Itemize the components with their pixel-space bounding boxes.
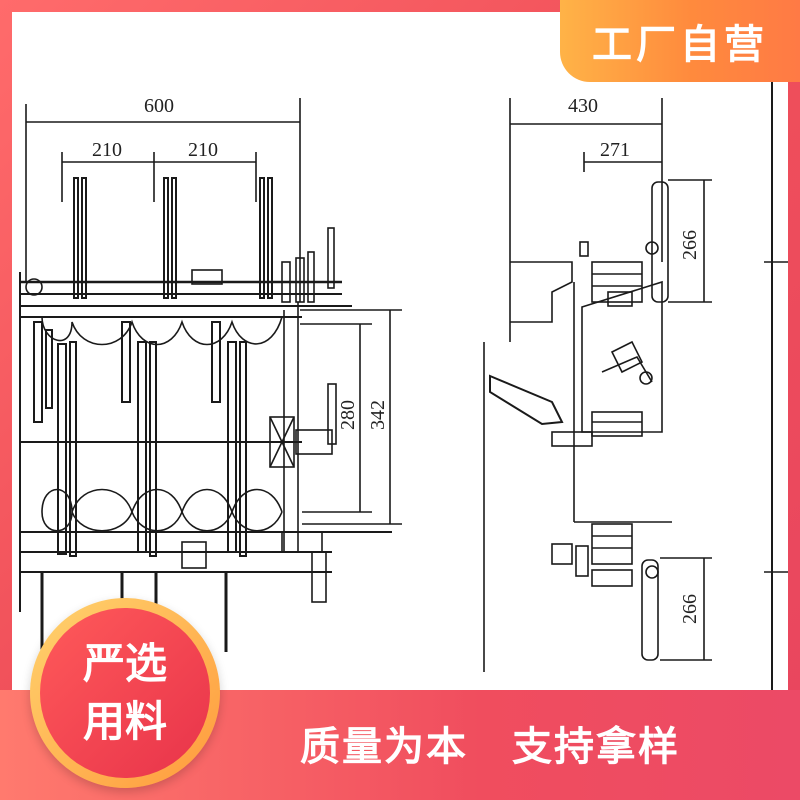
slogan-samples: 支持拿样 — [512, 724, 680, 770]
dim-label-600: 600 — [144, 95, 174, 117]
slogan-text: 质量为本 支持拿样 — [300, 708, 780, 778]
dim-label-430: 430 — [568, 95, 598, 117]
dim-label-210-left: 210 — [92, 139, 122, 161]
badge-line-2: 用料 — [82, 697, 167, 746]
dim-label-266-lower: 266 — [679, 594, 701, 624]
technical-drawing-area: 600 210 210 280 342 430 271 266 266 — [12, 12, 788, 692]
switchgear-dimension-drawing: 600 210 210 280 342 430 271 266 266 — [19, 82, 788, 692]
slogan-quality: 质量为本 — [300, 724, 468, 770]
factory-direct-badge: 工厂自营 — [560, 0, 800, 82]
selected-materials-badge: 严选 用料 — [40, 608, 210, 778]
dim-label-210-right: 210 — [188, 139, 218, 161]
badge-line-1: 严选 — [82, 639, 167, 688]
dim-label-266-upper: 266 — [679, 230, 701, 260]
dim-label-342: 342 — [367, 400, 389, 430]
dim-label-271: 271 — [600, 139, 630, 161]
dim-label-280: 280 — [337, 400, 359, 430]
